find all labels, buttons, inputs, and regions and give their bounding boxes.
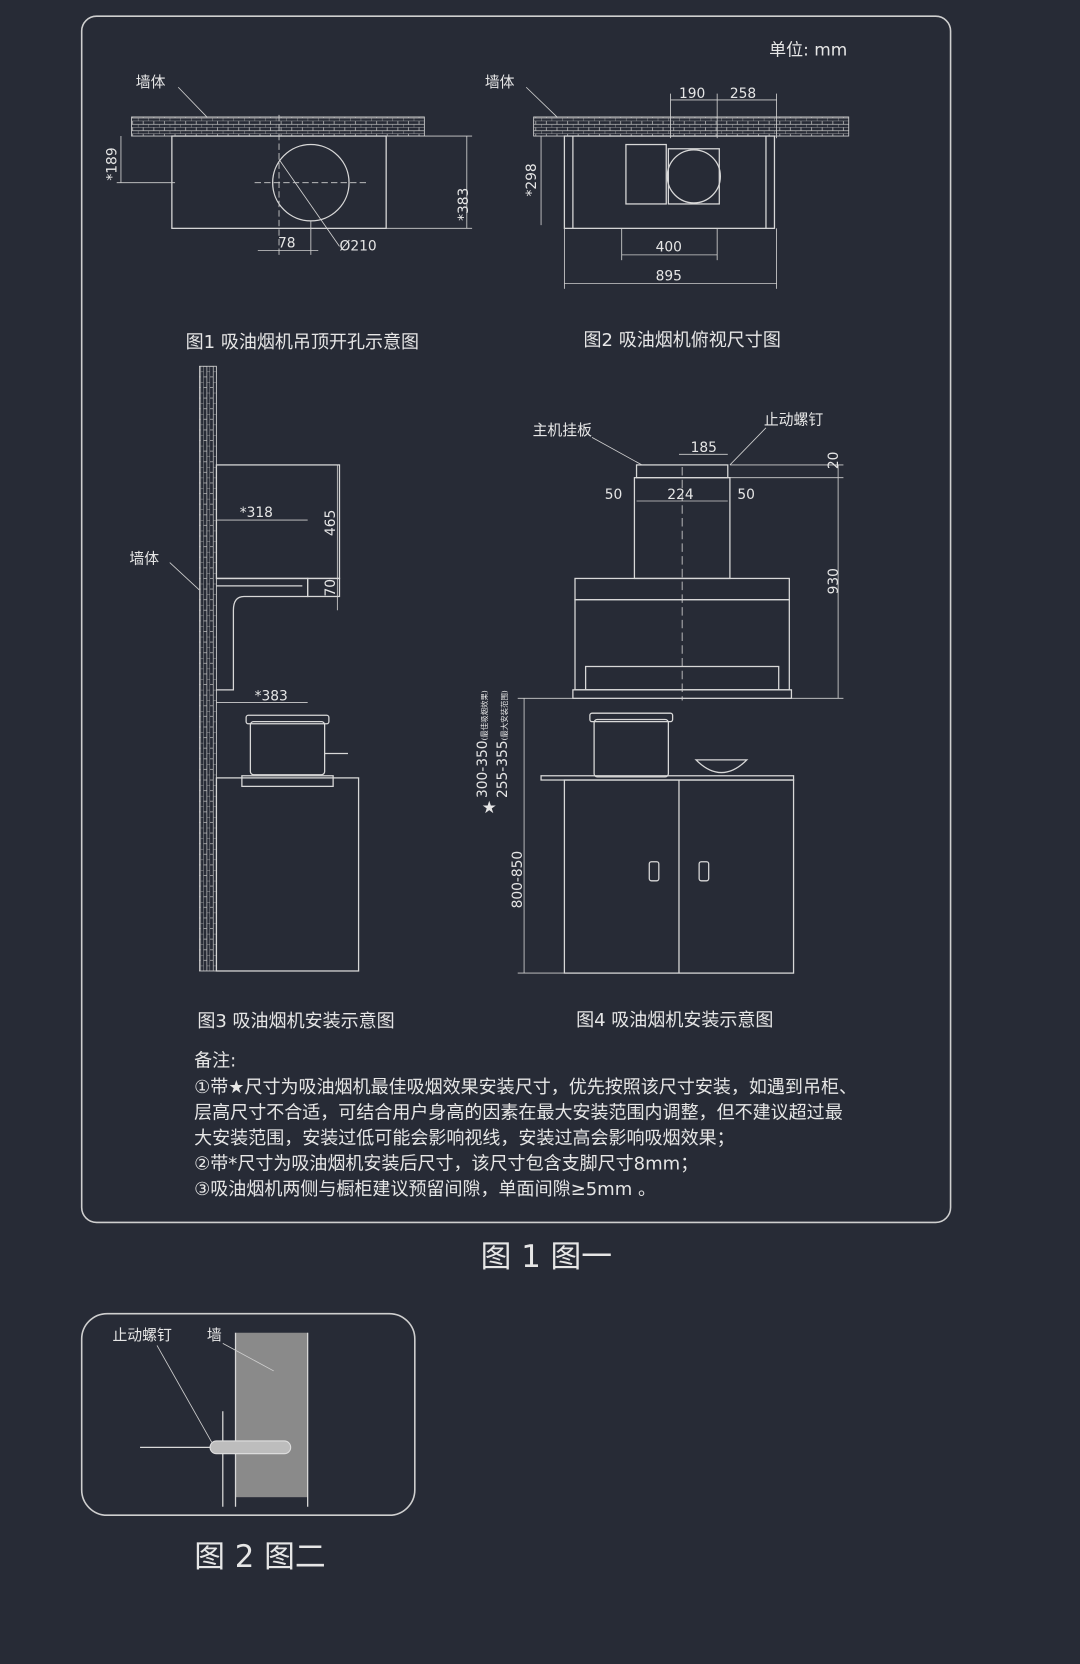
fig2-stop-screw-label: 止动螺钉 [112,1326,172,1344]
fig4-dim-50-right: 50 [737,487,755,503]
fig4-caption: 图4 吸油烟机安装示意图 [576,1010,773,1031]
fig4-stop-screw-label: 止动螺钉 [764,411,824,429]
fig3-dim-383: *383 [255,688,288,704]
fig3-caption: 图3 吸油烟机安装示意图 [197,1011,394,1032]
fig1-dim-78: 78 [278,235,296,251]
fig2-dim-190: 190 [679,86,705,102]
fig4-dim-50-left: 50 [605,487,623,503]
fig1-dim-189: *189 [105,147,121,180]
fig1-wall-label: 墙体 [136,73,166,91]
fig2-dim-895: 895 [656,268,682,284]
fig2-wall-label: 墙体 [485,73,515,91]
fig4-dim-224: 224 [667,487,693,503]
fig2-top-view-diagram: 墙体 190 258 *298 400 895 图2 吸油烟机俯视尺寸图 [485,73,850,351]
notes: 备注: ①带★尺寸为吸油烟机最佳吸烟效果安装尺寸，优先按照该尺寸安装，如遇到吊柜… [194,1050,857,1199]
note-line: 层高尺寸不合适，可结合用户身高的因素在最大安装范围内调整，但不建议超过最 [194,1102,843,1123]
figure1-label: 图 1 图一 [481,1239,612,1275]
figure2-label: 图 2 图二 [194,1539,325,1575]
fig3-dim-70: 70 [323,579,339,597]
figure2-panel: 止动螺钉 墙 [80,1312,416,1517]
fig4-dim-20: 20 [826,452,842,470]
fig3-wall-label: 墙体 [129,550,159,568]
fig1-ceiling-hole-diagram: 墙体 *189 *383 78 Ø210 图1 吸油烟机吊顶开孔示意图 [105,73,473,353]
fig2-caption: 图2 吸油烟机俯视尺寸图 [583,330,780,351]
fig1-dim-210: Ø210 [339,239,376,255]
notes-title: 备注: [194,1050,236,1071]
fig2-dim-258: 258 [730,86,756,102]
note-line: 大安装范围，安装过低可能会影响视线，安装过高会影响吸烟效果； [194,1128,734,1149]
fig3-side-install-diagram: *318 465 70 *383 墙体 图3 吸油烟机安装示意图 [129,365,395,1032]
fig1-dim-383: *383 [456,188,472,221]
fig4-mount-plate-label: 主机挂板 [533,421,593,439]
fig2-dim-400: 400 [656,240,682,256]
fig3-dim-465: 465 [323,510,339,536]
fig4-front-install-diagram: 主机挂板 止动螺钉 185 20 50 224 50 930 300-350(最… [475,411,844,1031]
star-icon: ★ [482,798,497,818]
fig1-caption: 图1 吸油烟机吊顶开孔示意图 [186,332,419,353]
fig4-dim-cabinet: 800-850 [510,851,526,909]
fig4-dim-best: 300-350(最佳吸烟效果) [475,690,491,798]
figure1-panel [80,15,952,1224]
fig4-dim-max: 255-355(最大安装范围) [495,690,511,798]
fig4-dim-185: 185 [691,440,717,456]
fig2-wall-label: 墙 [207,1326,222,1344]
fig2-dim-298: *298 [524,163,540,196]
note-line: ②带*尺寸为吸油烟机安装后尺寸，该尺寸包含支脚尺寸8mm； [194,1153,698,1174]
note-line: ①带★尺寸为吸油烟机最佳吸烟效果安装尺寸，优先按照该尺寸安装，如遇到吊柜、 [194,1077,857,1098]
unit-label: 单位: mm [769,40,847,60]
note-line: ③吸油烟机两侧与橱柜建议预留间隙，单面间隙≥5mm 。 [194,1179,656,1200]
fig3-dim-318: *318 [240,505,273,521]
fig4-dim-930: 930 [826,568,842,594]
